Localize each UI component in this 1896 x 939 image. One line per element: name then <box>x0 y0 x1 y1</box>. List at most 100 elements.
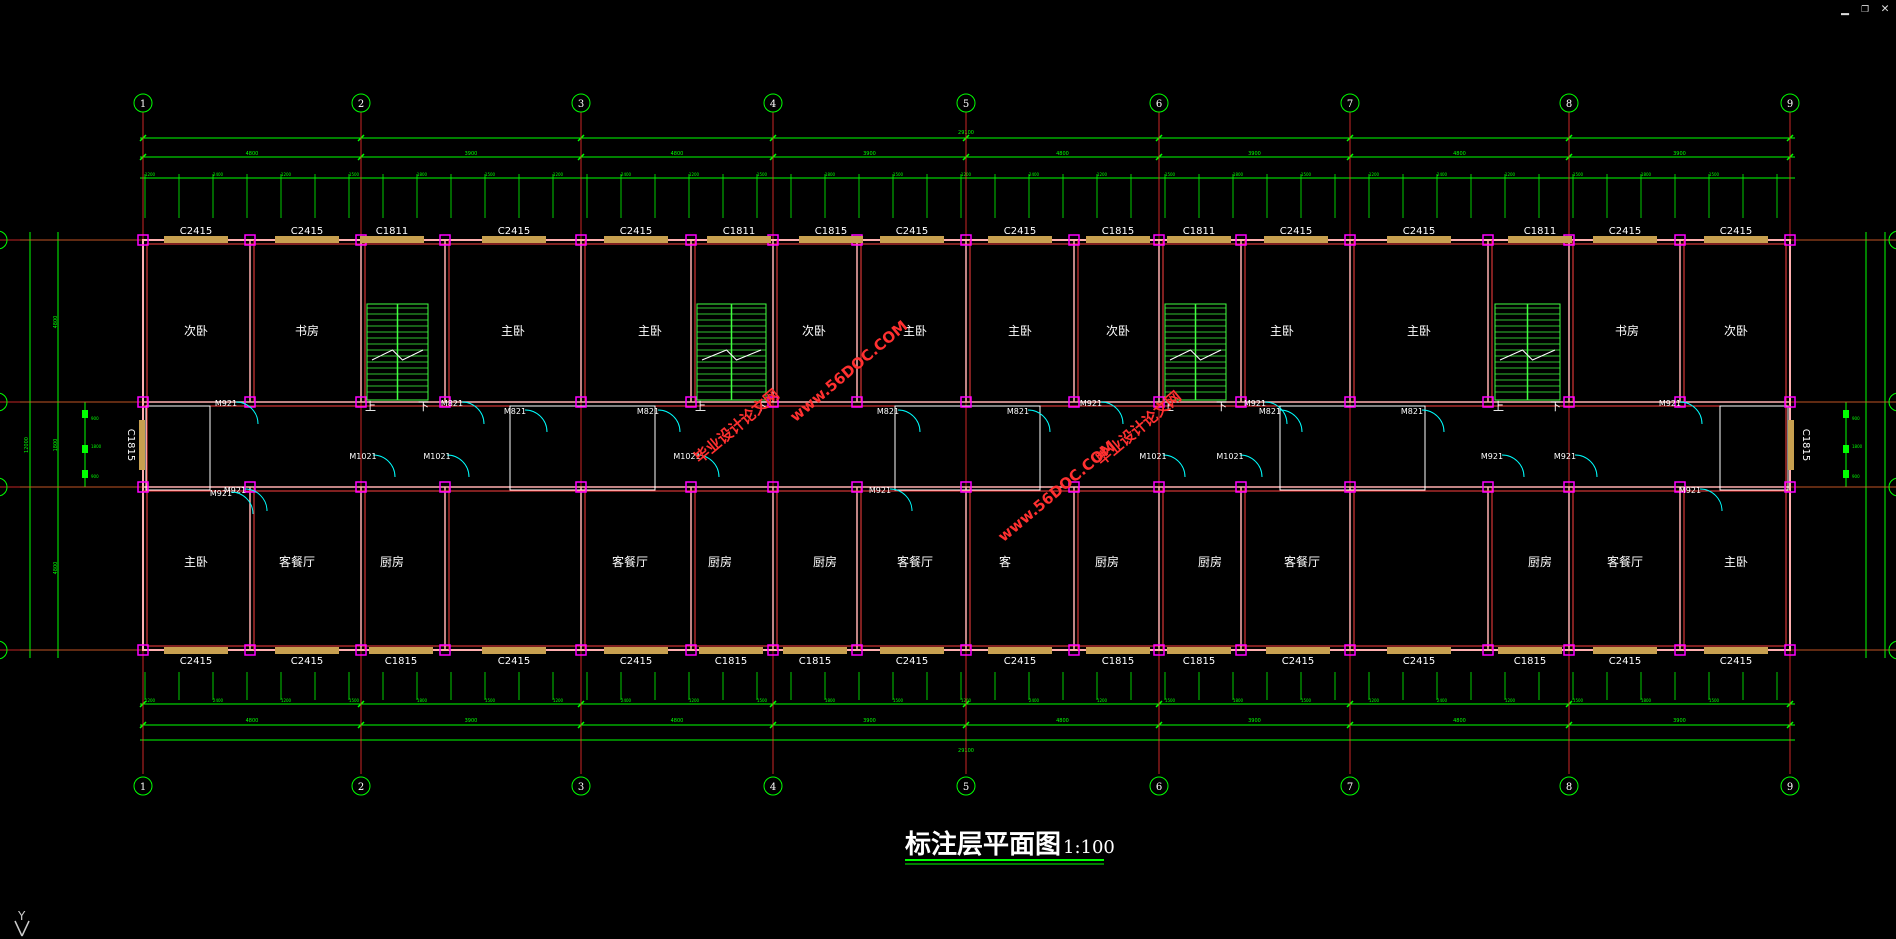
walls <box>137 234 1796 656</box>
room-label-bottom: 客餐厅 <box>279 554 315 569</box>
column <box>1344 481 1356 493</box>
window-bottom <box>1704 647 1768 654</box>
stair-label-down: 下 <box>1550 400 1561 413</box>
window-bottom <box>275 647 339 654</box>
column <box>1068 396 1080 408</box>
window-bottom <box>699 647 763 654</box>
column <box>137 396 149 408</box>
stair-break <box>701 349 762 361</box>
axis-bubble <box>1149 93 1169 113</box>
detail-dim-bottom: 1500 <box>1709 698 1720 703</box>
column <box>137 481 149 493</box>
door-label: M821 <box>877 407 899 416</box>
room-label-bottom: 主卧 <box>1724 555 1748 569</box>
column <box>685 234 697 246</box>
room-label-bottom: 客餐厅 <box>1607 554 1643 569</box>
detail-dim-top: 1200 <box>1369 172 1380 177</box>
window-top <box>1167 236 1231 243</box>
axis-dim-top: 4800 <box>1056 151 1069 157</box>
door-swing <box>1501 454 1525 478</box>
window-label-bottom: C2415 <box>291 656 323 667</box>
door-swing <box>1574 454 1598 478</box>
column <box>685 644 697 656</box>
column <box>1674 396 1686 408</box>
column <box>685 481 697 493</box>
window-label-bottom: C2415 <box>1403 656 1435 667</box>
column <box>244 234 256 246</box>
axis-bubble <box>1780 93 1800 113</box>
axis-number: 3 <box>578 782 584 793</box>
window-label-bottom: C1815 <box>1183 656 1215 667</box>
room-label-top: 主卧 <box>1008 324 1032 338</box>
room-label-bottom: 厨房 <box>813 554 837 569</box>
dimension-lines: 2910029100480048003900390048004800390039… <box>20 130 1896 754</box>
detail-dim-bottom: 1200 <box>1369 698 1380 703</box>
axis-dim-bottom: 4800 <box>1056 718 1069 724</box>
window-label-top: C2415 <box>1609 226 1641 237</box>
room-label-top: 主卧 <box>638 324 662 338</box>
window-bottom <box>1167 647 1231 654</box>
column <box>1235 481 1247 493</box>
axis-bubble <box>351 93 371 113</box>
column <box>1153 234 1165 246</box>
detail-dim-top: 1200 <box>281 172 292 177</box>
window-label-top: C2415 <box>1280 226 1312 237</box>
axis-bubble-left <box>0 477 8 497</box>
stair-break <box>1499 349 1556 361</box>
door-label: M1021 <box>423 452 450 461</box>
column <box>960 644 972 656</box>
door-label: M821 <box>1007 407 1029 416</box>
window-label-top: C1811 <box>376 226 408 237</box>
column <box>1068 644 1080 656</box>
column <box>851 644 863 656</box>
room-label-bottom: 厨房 <box>1198 554 1222 569</box>
door-label: M921 <box>1679 486 1701 495</box>
detail-dim-bottom: 1800 <box>417 698 428 703</box>
door-swing <box>889 488 913 512</box>
column <box>137 234 149 246</box>
axis-bubble <box>1340 93 1360 113</box>
column <box>1674 234 1686 246</box>
door-swing <box>1239 454 1263 478</box>
detail-dim-bottom: 2400 <box>1029 698 1040 703</box>
axis-dim-bottom: 4800 <box>1453 718 1466 724</box>
column <box>1784 644 1796 656</box>
axis-dim-top: 3900 <box>465 151 478 157</box>
window-label-bottom: C2415 <box>180 656 212 667</box>
room-label-top: 次卧 <box>1106 324 1130 338</box>
column <box>1482 644 1494 656</box>
stair-label-up: 上 <box>695 400 706 413</box>
axis-number: 9 <box>1787 99 1793 110</box>
window-label-top: C2415 <box>896 226 928 237</box>
stair-break <box>1169 349 1222 361</box>
stair-break <box>371 349 424 361</box>
axis-dim-top: 4800 <box>246 151 259 157</box>
room-label-bottom: 主卧 <box>184 555 208 569</box>
detail-dim-bottom: 1800 <box>1641 698 1652 703</box>
column <box>1482 481 1494 493</box>
close-icon[interactable]: ✕ <box>1881 1 1889 16</box>
detail-dim-top: 1800 <box>1233 172 1244 177</box>
column <box>575 644 587 656</box>
column <box>1563 396 1575 408</box>
room-label-top: 次卧 <box>184 324 208 338</box>
minimize-icon[interactable]: ▁ <box>1841 1 1849 16</box>
column <box>575 396 587 408</box>
door-swing <box>1279 409 1303 433</box>
window-top <box>799 236 863 243</box>
door-swing <box>897 409 921 433</box>
axis-bubble-left <box>0 230 8 250</box>
axis-number: 6 <box>1156 782 1162 793</box>
window-label-bottom: C1815 <box>799 656 831 667</box>
detail-dim-top: 1800 <box>825 172 836 177</box>
window-label-top: C2415 <box>1004 226 1036 237</box>
column <box>355 481 367 493</box>
column <box>960 396 972 408</box>
stair-label-up: 上 <box>1163 400 1174 413</box>
restore-icon[interactable]: ❐ <box>1861 1 1869 16</box>
room-label-bottom: 客餐厅 <box>1284 554 1320 569</box>
room-labels: 次卧书房主卧主卧次卧主卧主卧次卧主卧主卧书房次卧主卧客餐厅厨房客餐厅厨房厨房客餐… <box>184 323 1748 569</box>
window-top <box>360 236 424 243</box>
